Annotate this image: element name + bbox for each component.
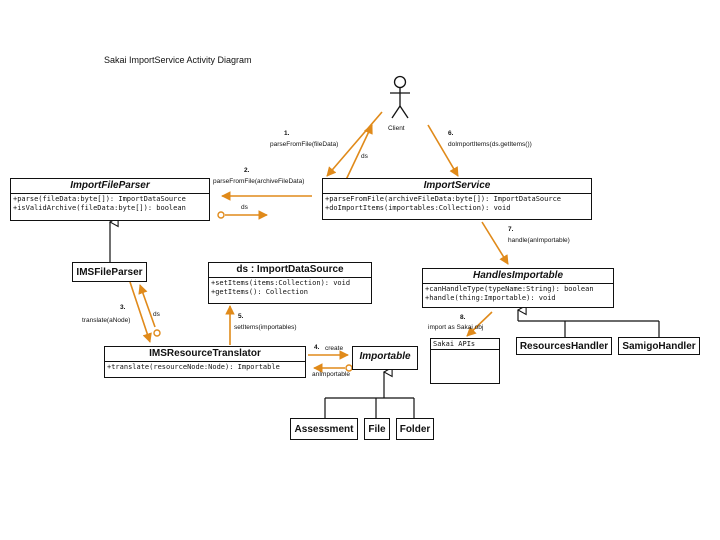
file-class: File — [364, 418, 390, 440]
ims-file-parser-name: IMSFileParser — [76, 266, 143, 278]
ims-resource-translator-name: IMSResourceTranslator — [105, 347, 305, 362]
step-6-label: doImportItems(ds.getItems()) — [448, 141, 532, 148]
anImportable-return-label: anImportable — [312, 371, 350, 378]
step-7-label: handle(anImportable) — [508, 237, 570, 244]
ds-return-client-label: ds — [361, 153, 368, 160]
sakai-apis-name: Sakai APIs — [431, 339, 499, 350]
step-7-number: 7. — [508, 226, 514, 233]
step-4-label: create — [325, 345, 344, 352]
import-service-name: ImportService — [323, 179, 591, 194]
arrow-step-1 — [326, 111, 383, 177]
diagram-title: Sakai ImportService Activity Diagram — [104, 55, 252, 65]
handles-importable-op: +handle(thing:Importable): void — [425, 294, 556, 302]
sakai-apis-box: Sakai APIs — [430, 338, 500, 384]
handles-importable-op: +canHandleType(typeName:String): boolean — [425, 285, 594, 293]
import-data-source-class: ds : ImportDataSource +setItems(items:Co… — [208, 262, 372, 304]
import-data-source-op: +setItems(items:Collection): void — [211, 279, 351, 287]
import-data-source-name: ds : ImportDataSource — [209, 263, 371, 278]
arrow-step-8 — [466, 311, 493, 337]
arrow-ds-return-translator — [138, 284, 156, 328]
step-2-label: parseFromFile(archiveFileData) — [213, 178, 305, 185]
importable-class: Importable — [352, 346, 418, 370]
import-service-op: +parseFromFile(archiveFileData:byte[]): … — [325, 195, 562, 203]
step-3-label: translate(aNode) — [82, 317, 131, 324]
folder-class: Folder — [396, 418, 434, 440]
arrow-ds-return-client — [344, 124, 373, 183]
import-file-parser-class: ImportFileParser +parse(fileData:byte[])… — [10, 178, 210, 221]
step-5-number: 5. — [238, 313, 244, 320]
importable-name: Importable — [359, 351, 411, 362]
samigo-handler-class: SamigoHandler — [618, 337, 700, 355]
arrow-step-7 — [481, 221, 509, 265]
arrow-step-6 — [427, 124, 459, 177]
assessment-name: Assessment — [294, 423, 354, 435]
import-file-parser-op: +isValidArchive(fileData:byte[]): boolea… — [13, 204, 186, 212]
import-data-source-op: +getItems(): Collection — [211, 288, 308, 296]
ims-file-parser-class: IMSFileParser — [72, 262, 147, 282]
client-label: Client — [388, 125, 405, 132]
assessment-class: Assessment — [290, 418, 358, 440]
arrow-step-3 — [129, 281, 152, 343]
import-service-op: +doImportItems(importables:Collection): … — [325, 204, 511, 212]
step-3-number: 3. — [120, 304, 126, 311]
step-1-number: 1. — [284, 130, 290, 137]
client-actor-icon — [390, 75, 410, 119]
step-8-number: 8. — [460, 314, 466, 321]
samigo-handler-name: SamigoHandler — [622, 340, 696, 352]
import-service-class: ImportService +parseFromFile(archiveFile… — [322, 178, 592, 220]
file-name: File — [368, 423, 386, 435]
resources-handler-name: ResourcesHandler — [519, 340, 609, 352]
step-2-number: 2. — [244, 167, 250, 174]
import-file-parser-op: +parse(fileData:byte[]): ImportDataSourc… — [13, 195, 186, 203]
ims-resource-translator-op: +translate(resourceNode:Node): Importabl… — [107, 363, 280, 371]
ds-return-translator-label: ds — [153, 311, 160, 318]
ims-resource-translator-class: IMSResourceTranslator +translate(resourc… — [104, 346, 306, 378]
folder-name: Folder — [399, 423, 431, 435]
step-5-label: setItems(importables) — [234, 324, 297, 331]
step-4-number: 4. — [314, 344, 320, 351]
import-file-parser-name: ImportFileParser — [11, 179, 209, 194]
handles-importable-class: HandlesImportable +canHandleType(typeNam… — [422, 268, 614, 308]
step-8-label: import as Sakai obj — [428, 324, 484, 331]
step-6-number: 6. — [448, 130, 454, 137]
ds-return-parser-label: ds — [241, 204, 248, 211]
step-1-label: parseFromFile(fileData) — [270, 141, 339, 148]
resources-handler-class: ResourcesHandler — [516, 337, 612, 355]
handles-importable-name: HandlesImportable — [423, 269, 613, 284]
